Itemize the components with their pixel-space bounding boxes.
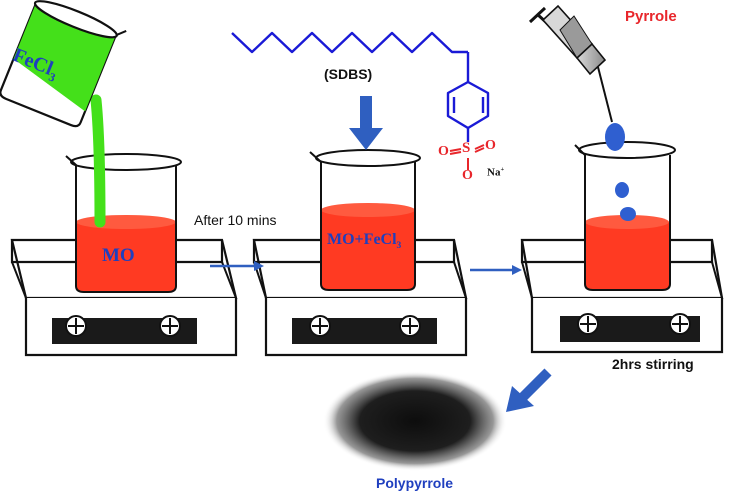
pyrrole-drops bbox=[605, 123, 636, 221]
mo-fecl3-label-sub: 3 bbox=[396, 240, 402, 252]
fecl3-stream bbox=[90, 94, 106, 228]
sdbs-molecule bbox=[231, 31, 490, 142]
product-arrow bbox=[506, 368, 552, 412]
stirrer-knob-2a bbox=[309, 315, 331, 337]
stirrer-knob-3b bbox=[669, 313, 691, 335]
step-arrow-2 bbox=[470, 265, 522, 275]
stirrer-knob-1a bbox=[65, 315, 87, 337]
stirrer-plate-3 bbox=[520, 238, 724, 354]
beaker-2 bbox=[309, 149, 421, 291]
mo-label: MO bbox=[102, 245, 135, 266]
stirring-label: 2hrs stirring bbox=[612, 356, 694, 372]
sulfonate-o-bottom-label: O bbox=[462, 168, 473, 183]
polypyrrole-label: Polypyrrole bbox=[376, 475, 454, 491]
sodium-label-base: Na bbox=[487, 166, 501, 179]
sdbs-label: (SDBS) bbox=[324, 66, 373, 82]
polypyrrole-product bbox=[323, 371, 507, 471]
beaker-3 bbox=[574, 141, 676, 291]
sdbs-down-arrow bbox=[349, 96, 383, 150]
sulfonate-s-label: S bbox=[462, 140, 471, 156]
stirrer-plate-1 bbox=[10, 238, 238, 357]
fecl3-beaker bbox=[0, 0, 127, 128]
beaker-1 bbox=[65, 153, 182, 293]
syringe-icon bbox=[528, 4, 613, 123]
sodium-label: Na+ bbox=[487, 166, 504, 179]
stirrer-knob-1b bbox=[159, 315, 181, 337]
after-10-mins-label: After 10 mins bbox=[194, 212, 277, 228]
stirrer-knob-3a bbox=[577, 313, 599, 335]
sulfonate-o-left-label: O bbox=[438, 144, 449, 159]
sulfonate-bonds bbox=[449, 144, 485, 170]
step-arrow-1 bbox=[210, 261, 264, 271]
sodium-label-charge: + bbox=[500, 166, 505, 173]
mo-fecl3-label-base: MO+FeCl bbox=[327, 231, 397, 248]
pyrrole-label: Pyrrole bbox=[625, 8, 677, 25]
stirrer-knob-2b bbox=[399, 315, 421, 337]
sulfonate-o-right-label: O bbox=[485, 138, 496, 153]
mo-fecl3-label: MO+FeCl3 bbox=[327, 231, 401, 251]
